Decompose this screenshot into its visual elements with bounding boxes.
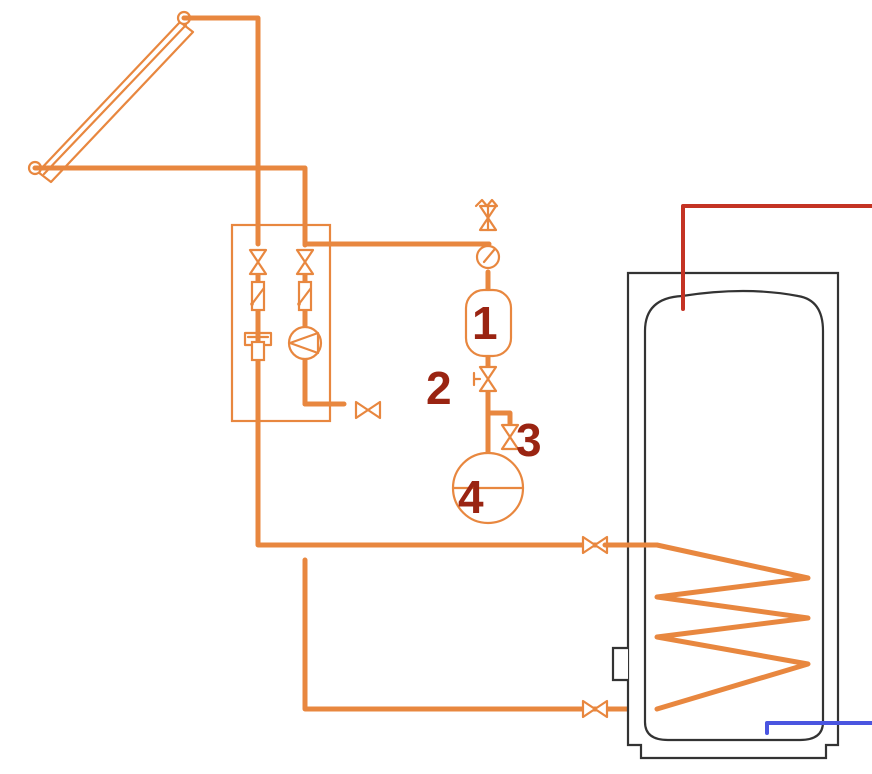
return-valve [581,699,609,719]
drain-valve [354,400,382,420]
heat-exchanger-coil [602,542,811,712]
storage-tank [611,271,840,760]
check-valve-left [249,280,266,312]
label-2: 2 [426,362,452,414]
safety-relief-valve [474,198,499,232]
isolation-valve [472,365,498,393]
pressure-gauge [475,244,501,270]
station-valve-left [248,248,268,276]
hot-water-outlet [681,204,872,311]
circulation-pump [287,325,323,361]
label-3: 3 [516,414,542,466]
check-valve-right [296,280,313,312]
label-1: 1 [472,297,498,349]
flow-meter [243,331,273,362]
label-4: 4 [458,471,484,523]
station-valve-right [295,248,315,276]
expansion-vessel [451,451,525,525]
cold-water-inlet [765,721,872,735]
pump-station-box [230,223,332,423]
solar-collector [27,10,195,184]
solar-loop-pipes [32,15,660,712]
